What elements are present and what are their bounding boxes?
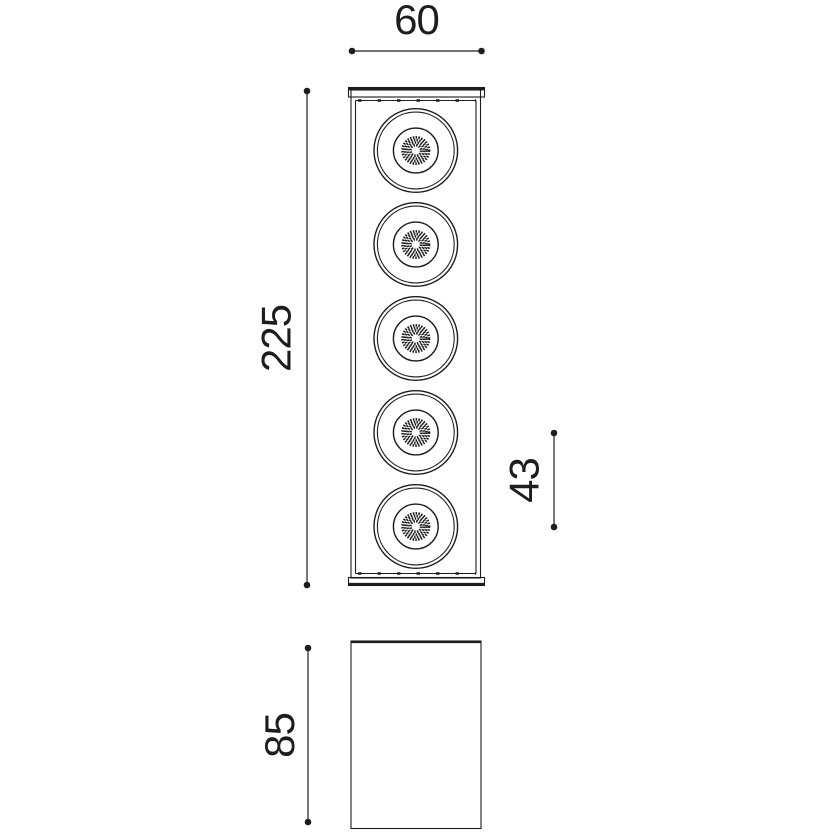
spotlight [372, 483, 459, 570]
front-view-top-cap [347, 86, 486, 98]
dimension-depth-label: 85 [256, 713, 303, 758]
dimension-lamp-spacing-label: 43 [501, 458, 548, 503]
dimension-height: 225 [253, 87, 311, 589]
spotlight [372, 107, 459, 194]
dimension-lamp-spacing-dot-top [550, 429, 558, 437]
dimension-width-dot-right [478, 47, 485, 55]
dimension-width-label: 60 [394, 0, 439, 43]
dimension-depth: 85 [256, 644, 312, 826]
dimension-width: 60 [348, 0, 485, 55]
spotlight [372, 389, 459, 476]
front-view-bottom-cap [347, 576, 486, 587]
front-view [347, 86, 486, 587]
spotlight-array [372, 107, 459, 570]
spotlight [372, 201, 459, 288]
dimension-depth-dot-bottom [304, 818, 312, 826]
dimension-lamp-spacing-dot-bottom [550, 523, 558, 531]
dimension-depth-dot-top [304, 644, 312, 652]
side-view [350, 640, 482, 830]
side-view-outline [350, 640, 482, 830]
dimension-height-dot-top [303, 87, 311, 95]
spotlight [372, 295, 459, 382]
dimension-width-dot-left [348, 47, 356, 55]
dimension-height-label: 225 [253, 305, 300, 372]
dimension-height-dot-bottom [303, 581, 311, 589]
dimension-lamp-spacing: 43 [501, 429, 558, 531]
